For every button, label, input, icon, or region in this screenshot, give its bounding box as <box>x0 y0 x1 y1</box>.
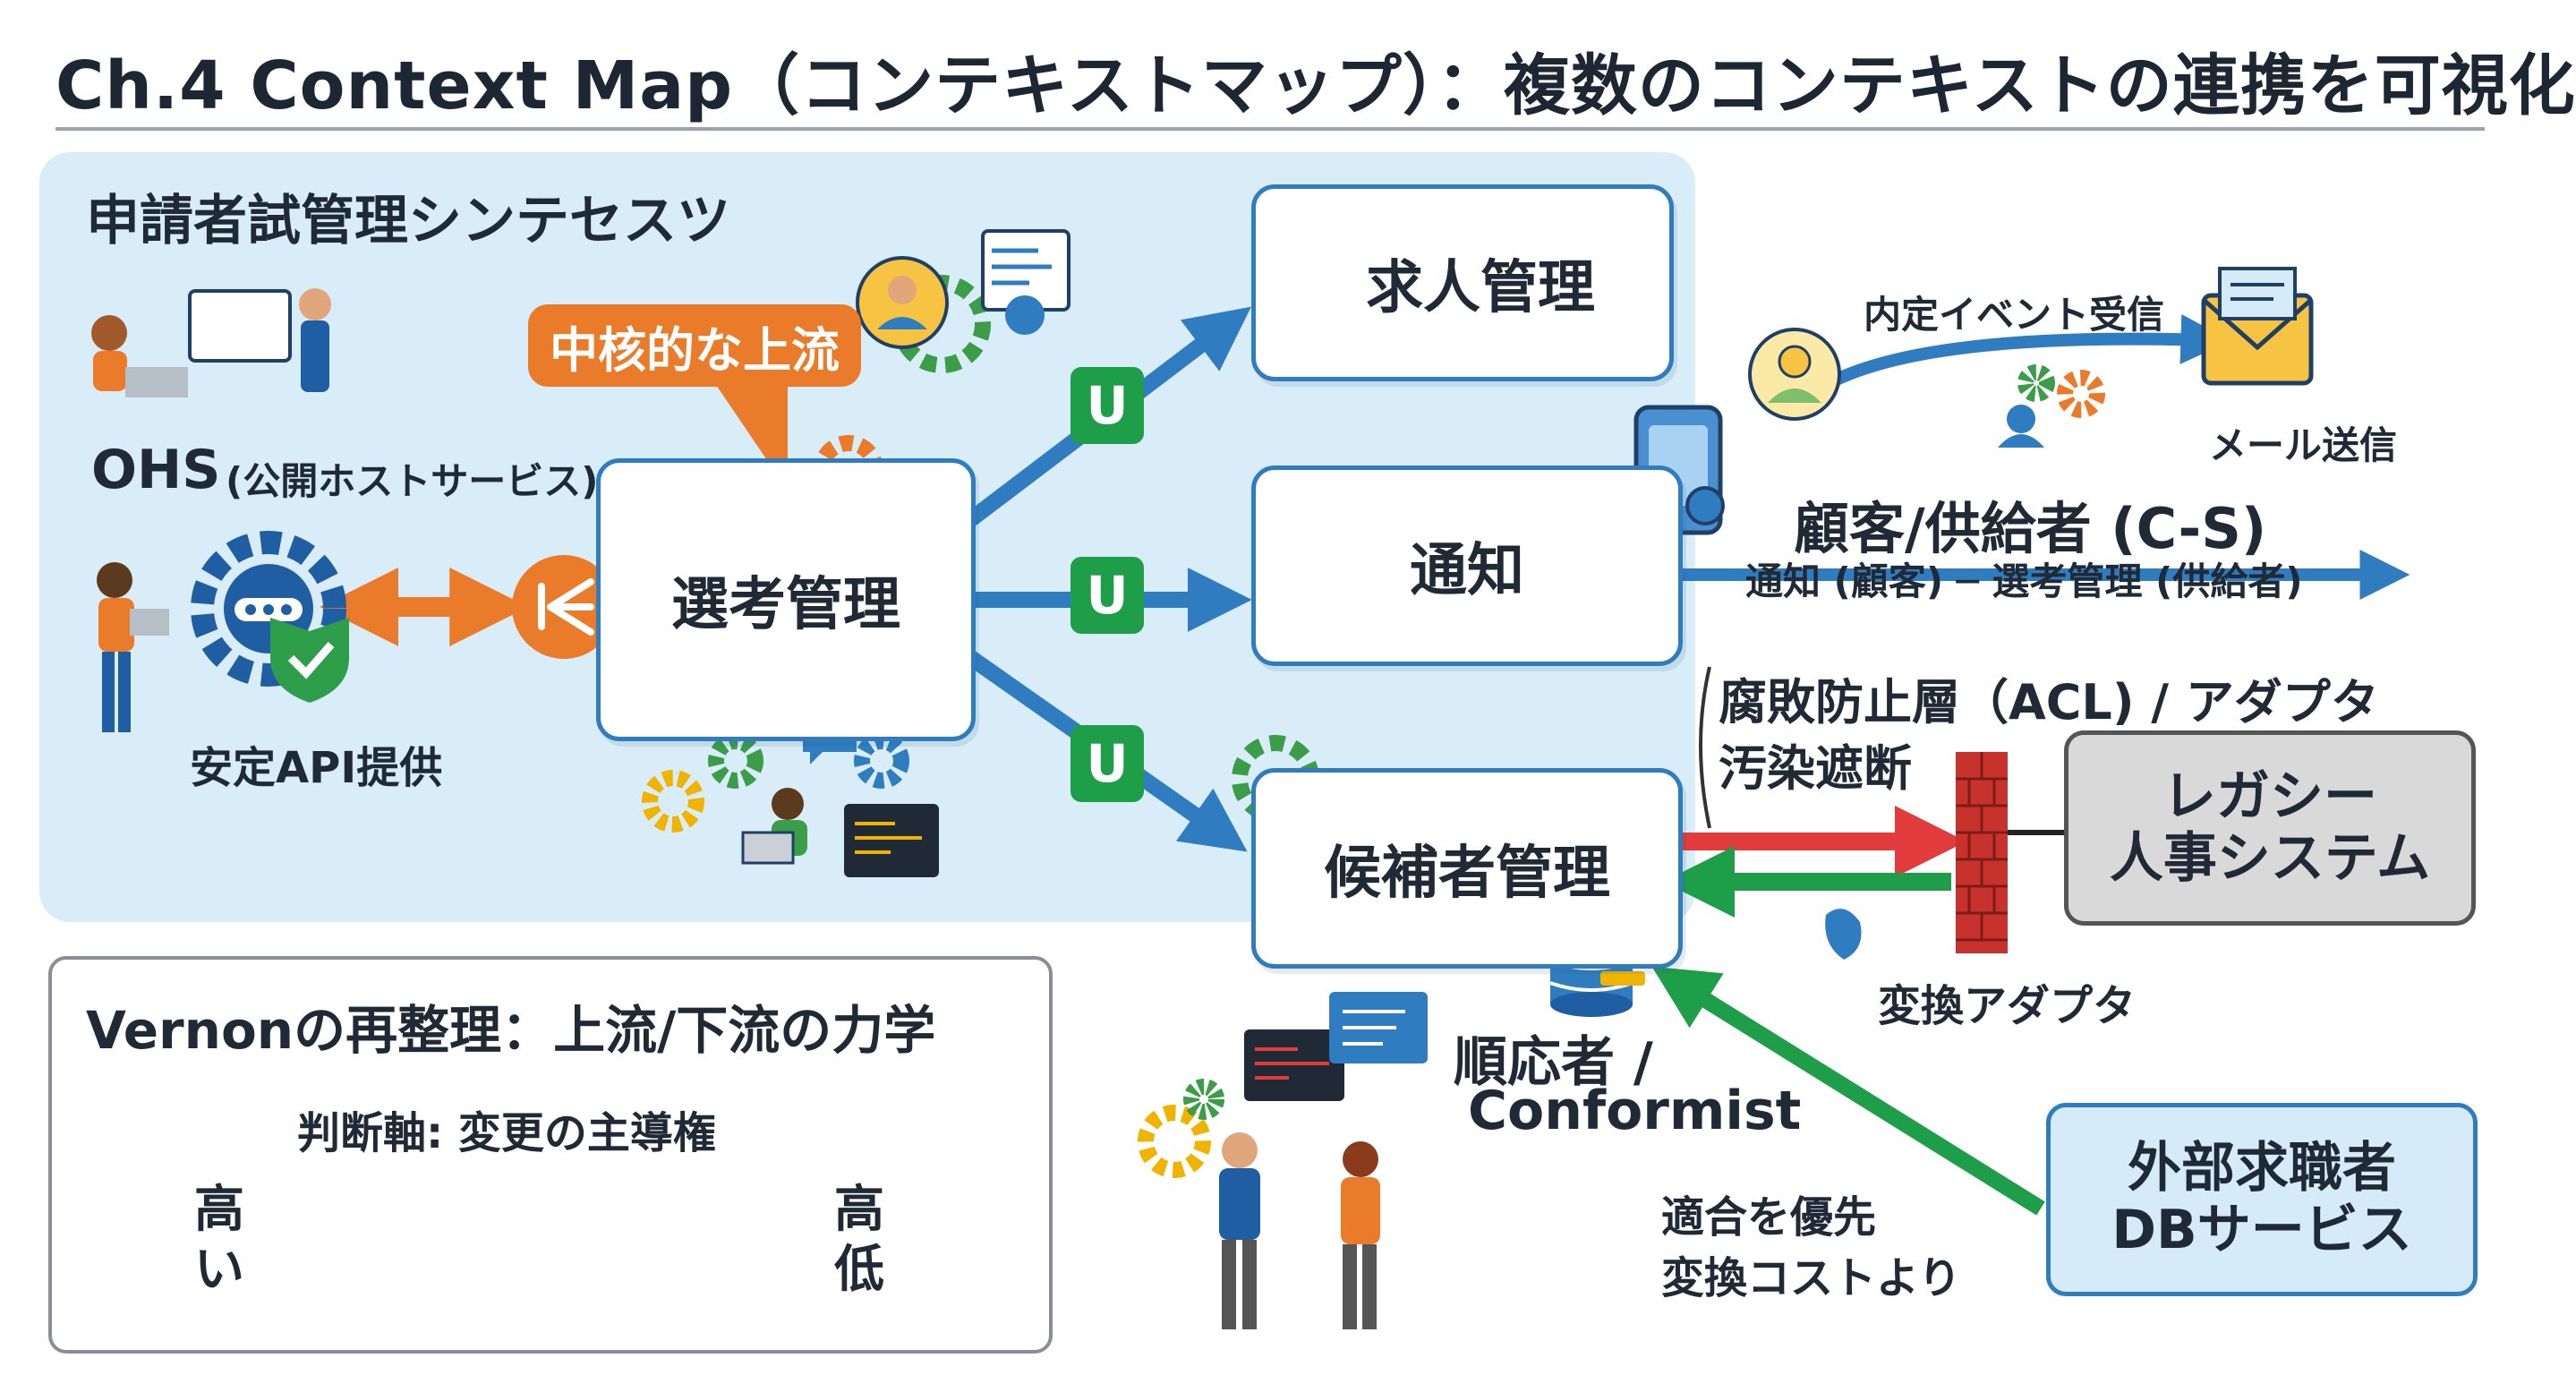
system-panel-title: 申請者試管理シンテセスツ <box>86 190 730 252</box>
mail-send-label: メール送信 <box>2209 423 2398 467</box>
ohs-sublabel: (公開ホストサービス) <box>226 459 599 503</box>
cs-detail: 通知 (顧客) ─ 選考管理 (供給者) <box>1745 559 2303 603</box>
priority-label-2: 変換コストより <box>1661 1253 1962 1303</box>
legacy-line-1: レガシー <box>2162 765 2377 828</box>
cs-title: 顧客/供給者 (C-S) <box>1794 496 2267 561</box>
vernon-panel <box>48 956 1053 1354</box>
upstream-badge-candidate: U <box>1070 725 1144 802</box>
external-line-1: 外部求職者 <box>2128 1137 2396 1200</box>
adapter-label: 変換アダプタ <box>1878 981 2137 1031</box>
vernon-title: Vernonの再整理：上流/下流の力学 <box>86 1000 936 1061</box>
external-line-2: DBサービス <box>2111 1199 2412 1261</box>
vernon-axis-label: 判断軸: 変更の主導権 <box>297 1108 716 1158</box>
acl-title: 腐敗防止層（ACL) / アダプタ <box>1719 674 2379 730</box>
api-gear-shield-icon <box>191 531 349 703</box>
offer-event-label: 内定イベント受信 <box>1864 293 2165 337</box>
upstream-badge-notification: U <box>1070 557 1144 634</box>
context-external-db[interactable]: 外部求職者 DBサービス <box>2046 1103 2478 1296</box>
context-job[interactable]: 求人管理 <box>1251 184 1674 381</box>
upstream-badge-job: U <box>1070 367 1144 444</box>
priority-label-1: 適合を優先 <box>1661 1192 1877 1243</box>
core-upstream-callout: 中核的な上流 <box>528 304 861 387</box>
conformist-label-2: Conformist <box>1468 1080 1802 1142</box>
vernon-right-1: 高 <box>834 1181 884 1239</box>
arrow-external-to-candidate <box>1651 966 2045 1216</box>
phone-icon <box>1633 405 1725 535</box>
context-selection[interactable]: 選考管理 <box>596 458 976 741</box>
acl-callout-bracket <box>1699 666 1711 829</box>
page-title: Ch.4 Context Map（コンテキストマップ）：複数のコンテキストの連携… <box>55 47 2576 124</box>
title-divider <box>55 127 2485 131</box>
legacy-line-2: 人事システム <box>2109 827 2431 890</box>
firewall-icon <box>1956 752 2008 953</box>
conformist-label-1: 順応者 / <box>1454 1031 1653 1094</box>
vernon-left-2: い <box>194 1241 244 1300</box>
mail-icon <box>2201 267 2314 386</box>
context-legacy-hr[interactable]: レガシー 人事システム <box>2064 730 2476 926</box>
vernon-right-2: 低 <box>834 1241 884 1300</box>
acl-sub: 汚染遮断 <box>1719 740 1912 797</box>
vernon-left-1: 高 <box>194 1181 244 1239</box>
vernon-left-label: 高 い <box>188 1180 251 1300</box>
ohs-label: OHS <box>91 439 221 501</box>
vernon-right-label: 高 低 <box>828 1180 891 1300</box>
context-candidate[interactable]: 候補者管理 <box>1251 768 1683 969</box>
context-notification[interactable]: 通知 <box>1251 465 1683 666</box>
stable-api-label: 安定API提供 <box>190 743 443 793</box>
arrow-offer-event <box>1822 313 2231 391</box>
